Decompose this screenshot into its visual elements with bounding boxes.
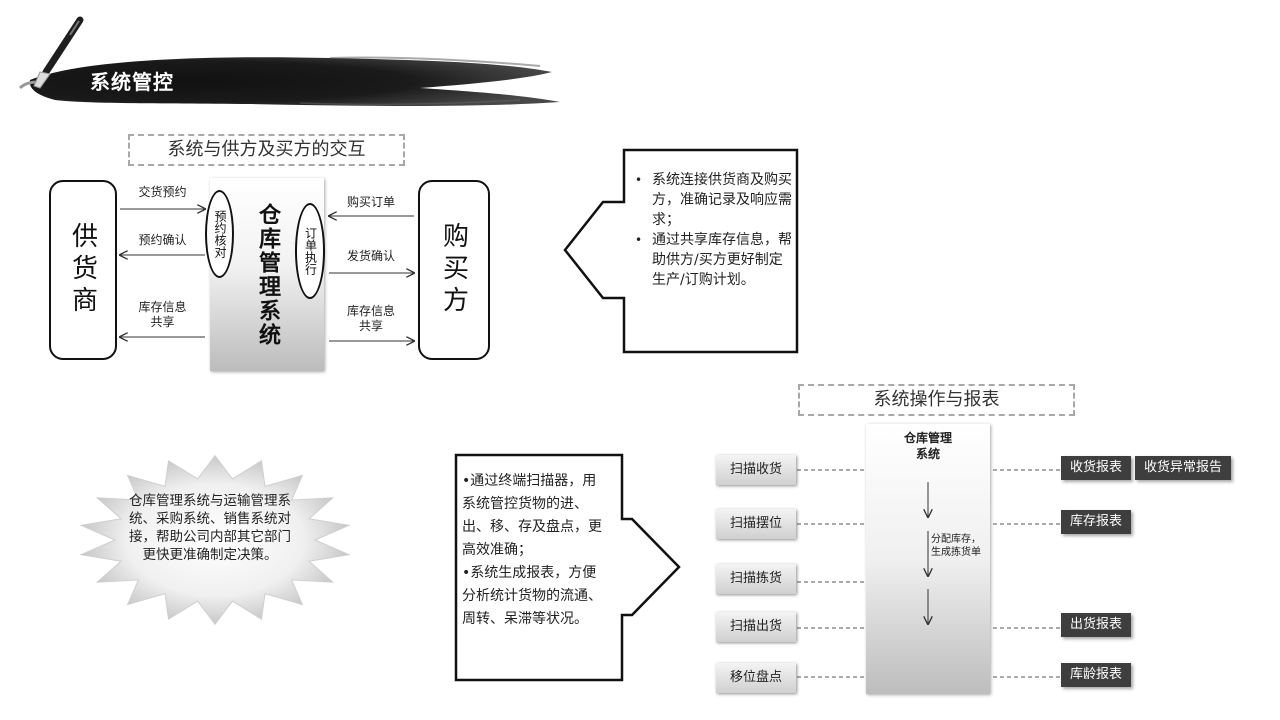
supplier-box: 供货商 — [49, 180, 117, 360]
callout-right-item: 系统连接供货商及购买方，准确记录及响应需求； — [632, 170, 792, 230]
scan-putaway-button[interactable]: 扫描摆位 — [716, 509, 796, 539]
starburst-shape — [79, 454, 351, 626]
report-ship-tag: 出货报表 — [1061, 613, 1131, 637]
scan-receive-button[interactable]: 扫描收货 — [716, 455, 796, 485]
shipment-confirm-label: 发货确认 — [346, 249, 395, 263]
allocate-stock-label: 分配库存， 生成拣货单 — [931, 534, 981, 558]
purchase-order-label: 购买订单 — [346, 195, 395, 209]
booking-confirm-label: 预约确认 — [138, 233, 187, 247]
starburst-text: 仓库管理系统与运输管理系统、采购系统、销售系统对接，帮助公司内部其它部门更快更准… — [129, 493, 291, 563]
buyer-box: 购买方 — [418, 180, 490, 360]
report-stock-tag: 库存报表 — [1061, 510, 1131, 534]
wms-operations-title: 仓库管理 系统 — [903, 431, 952, 461]
operations-caption: 系统操作与报表 — [798, 384, 1075, 416]
stock-count-button[interactable]: 移位盘点 — [716, 663, 796, 693]
booking-check-oval: 预约核对 — [205, 190, 234, 278]
buyer-label: 购买方 — [438, 222, 469, 318]
report-receive-exception-tag: 收货异常报告 — [1135, 456, 1231, 480]
booking-check-label: 预约核对 — [213, 210, 227, 258]
report-age-tag: 库龄报表 — [1061, 663, 1131, 687]
flow-arrows-top — [120, 209, 414, 341]
brush-icon — [33, 16, 84, 89]
scan-pick-button[interactable]: 扫描拣货 — [716, 564, 796, 594]
callout-arrow-right — [454, 453, 681, 682]
inventory-share-right-label: 库存信息 共享 — [346, 304, 395, 333]
page-title: 系统管控 — [90, 70, 174, 94]
wms-internal-arrows — [866, 482, 990, 694]
callout-bottom-item: •通过终端扫描器，用系统管控货物的进、出、移、存及盘点，更高效准确； — [462, 473, 602, 558]
callout-bottom-item: •系统生成报表，方便分析统计货物的流通、周转、呆滞等状况。 — [462, 565, 602, 627]
order-exec-label: 订单执行 — [303, 227, 318, 275]
callout-right-text: 系统连接供货商及购买方，准确记录及响应需求； 通过共享库存信息，帮助供方/买方更… — [632, 170, 792, 290]
delivery-booking-label: 交货预约 — [138, 185, 187, 199]
callout-right-item: 通过共享库存信息，帮助供方/买方更好制定生产/订购计划。 — [632, 230, 792, 290]
scan-ship-button[interactable]: 扫描出货 — [716, 612, 796, 642]
report-receive-tag: 收货报表 — [1061, 456, 1131, 480]
order-exec-oval: 订单执行 — [295, 203, 325, 299]
wms-center-label: 仓库管理系统 — [255, 202, 280, 347]
inventory-share-left-label: 库存信息 共享 — [138, 300, 187, 329]
interaction-caption: 系统与供方及买方的交互 — [128, 134, 405, 166]
supplier-label: 供货商 — [67, 222, 98, 318]
callout-bottom-text: •通过终端扫描器，用系统管控货物的进、出、移、存及盘点，更高效准确； •系统生成… — [462, 470, 610, 631]
